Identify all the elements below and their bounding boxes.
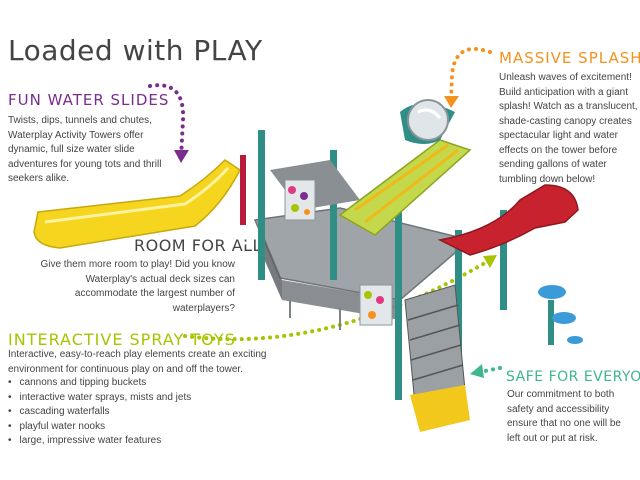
- spray-panel: [359, 284, 393, 326]
- tower-post: [395, 200, 402, 400]
- room-for-all-text: Give them more room to play! Did you kno…: [40, 259, 235, 314]
- splash-bucket: [407, 99, 449, 141]
- massive-splashes-heading: MASSIVE SPLASHES: [499, 49, 640, 67]
- spray-toys-list: cannons and tipping buckets interactive …: [8, 376, 192, 449]
- safe-for-everyone-text: Our commitment to both safety and access…: [507, 389, 621, 444]
- room-for-all-heading: ROOM FOR ALL: [134, 236, 262, 255]
- massive-splashes-text: Unleash waves of excitement! Build antic…: [499, 72, 638, 185]
- safe-arrow-head-icon: [470, 364, 484, 378]
- interactive-spray-toys-heading: INTERACTIVE SPRAY TOYS: [8, 330, 236, 349]
- list-item: cascading waterfalls: [8, 405, 191, 420]
- spray-panel: [284, 179, 316, 221]
- yellow-slide: [33, 159, 241, 249]
- red-slide: [437, 184, 579, 256]
- green-slide: [338, 139, 472, 236]
- splash-callout-arrow: [449, 46, 492, 102]
- spray-arrow-head-icon: [483, 255, 497, 268]
- list-item: playful water nooks: [8, 420, 191, 435]
- list-item: large, impressive water features: [8, 434, 191, 449]
- slides-arrow-head-icon: [174, 150, 189, 163]
- tower-post: [258, 130, 265, 280]
- safe-for-everyone-heading: SAFE FOR EVERYONE: [506, 369, 640, 385]
- fun-water-slides-text: Twists, dips, tunnels and chutes, Waterp…: [8, 115, 162, 184]
- fun-water-slides-heading: FUN WATER SLIDES: [8, 91, 170, 109]
- slides-callout-arrow: [148, 83, 186, 160]
- stairs: [404, 284, 470, 432]
- splash-arrow-head-icon: [444, 96, 459, 108]
- tower-post: [500, 210, 507, 310]
- tower-post: [240, 155, 246, 225]
- blue-spray-feature: [538, 285, 583, 345]
- page-title: Loaded with PLAY: [8, 34, 263, 67]
- list-item: interactive water sprays, mists and jets: [8, 391, 192, 406]
- interactive-spray-toys-text: Interactive, easy-to-reach play elements…: [8, 349, 267, 375]
- tower-post: [455, 230, 462, 390]
- spray-callout-arrow: [183, 258, 492, 342]
- tower-post: [330, 150, 337, 280]
- list-item: cannons and tipping buckets: [8, 376, 191, 391]
